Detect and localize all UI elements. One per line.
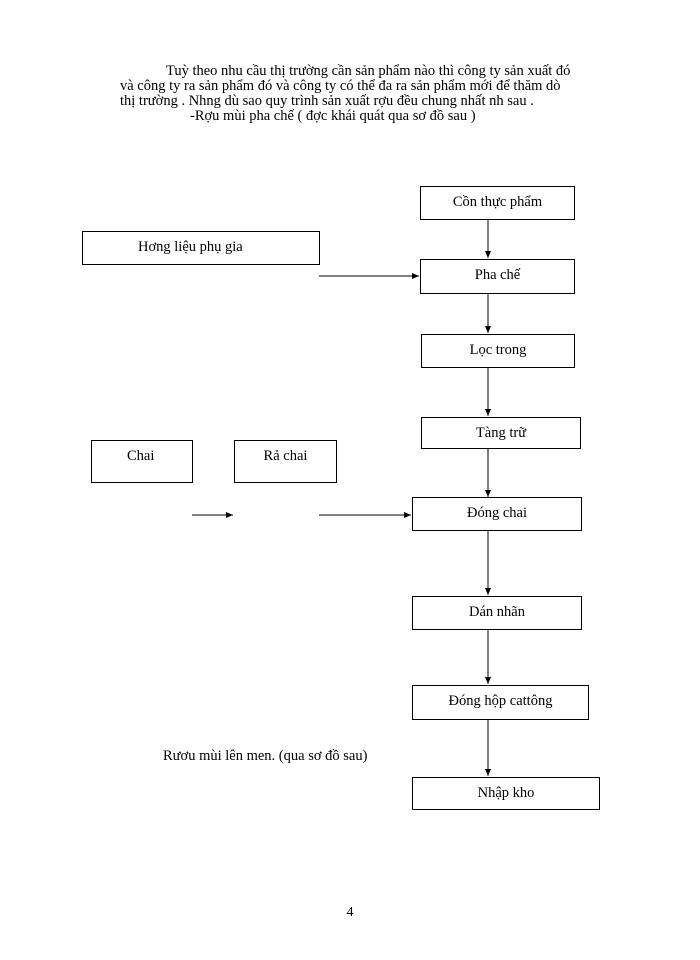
intro-line-4: -Rợu mùi pha chế ( đợc khái quát qua sơ …: [190, 108, 476, 124]
box-huong-lieu: Hơng liệu phụ gia: [82, 231, 320, 265]
page-number: 4: [346, 905, 354, 920]
box-dan-nhan: Dán nhãn: [412, 596, 582, 630]
intro-line-1: Tuỳ theo nhu cầu thị trường cần sản phẩm…: [166, 63, 571, 79]
box-dong-hop: Đóng hộp cattông: [412, 685, 589, 720]
box-pha-che: Pha chế: [420, 259, 575, 294]
box-loc-trong: Lọc trong: [421, 334, 575, 368]
box-con-thuc-pham: Cồn thực phẩm: [420, 186, 575, 220]
note-ruou-men: Rươu mùi lên men. (qua sơ đồ sau): [163, 748, 368, 764]
box-dong-chai: Đóng chai: [412, 497, 582, 531]
intro-paragraph: Tuỳ theo nhu cầu thị trường cần sản phẩm…: [120, 64, 640, 124]
intro-line-2: và công ty ra sản phẩm đó và công ty có …: [120, 78, 561, 94]
box-tang-tru: Tàng trữ: [421, 417, 581, 449]
box-ra-chai: Rả chai: [234, 440, 337, 483]
intro-line-3: thị trường . Nhng dù sao quy trình sản x…: [120, 93, 534, 109]
box-chai: Chai: [91, 440, 193, 483]
box-nhap-kho: Nhập kho: [412, 777, 600, 810]
